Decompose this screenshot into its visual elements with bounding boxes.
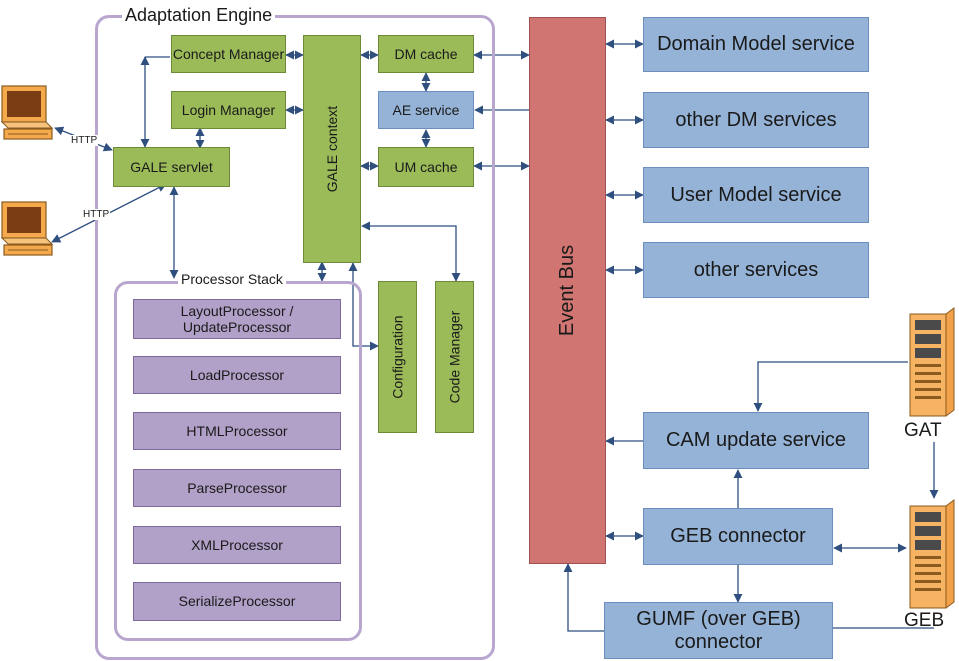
concept-manager-box: Concept Manager: [171, 35, 286, 73]
cam-update-service-box: CAM update service: [643, 412, 869, 469]
processor-label: SerializeProcessor: [178, 593, 296, 610]
gale-servlet-label: GALE servlet: [130, 158, 213, 175]
gumf-connector-box: GUMF (over GEB) connector: [604, 602, 833, 659]
processor-label: HTMLProcessor: [186, 422, 288, 439]
gale-servlet-box: GALE servlet: [113, 147, 230, 187]
processor-stack-title: Processor Stack: [178, 271, 286, 287]
ae-service-box: AE service: [378, 91, 474, 129]
user-model-service-box: User Model service: [643, 167, 869, 223]
geb-connector-label: GEB connector: [670, 525, 806, 547]
code-manager-label: Code Manager: [446, 310, 463, 404]
event-bus: Event Bus: [529, 17, 606, 564]
http-label: HTTP: [82, 209, 111, 220]
user-model-service-label: User Model service: [670, 183, 842, 206]
adaptation-engine-title: Adaptation Engine: [122, 5, 276, 26]
processor-label: ParseProcessor: [187, 479, 287, 496]
dm-cache-label: DM cache: [394, 45, 458, 62]
cam-update-service-label: CAM update service: [665, 429, 847, 451]
um-cache-label: UM cache: [394, 158, 458, 175]
event-bus-label: Event Bus: [556, 244, 579, 337]
serialize-processor-box: SerializeProcessor: [133, 582, 341, 621]
computer-icon: [0, 201, 54, 256]
dm-cache-box: DM cache: [378, 35, 474, 73]
other-services-label: other services: [693, 258, 819, 281]
http-label: HTTP: [70, 135, 99, 146]
processor-label: LoadProcessor: [189, 366, 285, 383]
domain-model-service-label: Domain Model service: [657, 33, 855, 55]
layout-processor-box: LayoutProcessor / UpdateProcessor: [133, 299, 341, 339]
login-manager-box: Login Manager: [171, 91, 286, 129]
server-icon: [909, 499, 955, 609]
gumf-connector-label: GUMF (over GEB) connector: [636, 607, 801, 653]
parse-processor-box: ParseProcessor: [133, 469, 341, 507]
geb-label: GEB: [904, 610, 945, 631]
html-processor-box: HTMLProcessor: [133, 412, 341, 450]
geb-connector-box: GEB connector: [643, 508, 833, 565]
other-dm-services-box: other DM services: [643, 92, 869, 148]
code-manager-box: Code Manager: [435, 281, 474, 433]
server-icon: [909, 307, 955, 417]
gale-context-label: GALE context: [323, 105, 340, 193]
other-services-box: other services: [643, 242, 869, 298]
gat-label: GAT: [904, 420, 942, 441]
load-processor-box: LoadProcessor: [133, 356, 341, 394]
processor-label: XMLProcessor: [191, 536, 283, 553]
other-dm-services-label: other DM services: [675, 108, 837, 131]
ae-service-label: AE service: [392, 101, 460, 118]
login-manager-label: Login Manager: [181, 101, 276, 118]
gale-context-box: GALE context: [303, 35, 361, 263]
configuration-box: Configuration: [378, 281, 417, 433]
processor-label: LayoutProcessor / UpdateProcessor: [180, 302, 294, 335]
domain-model-service-box: Domain Model service: [643, 17, 869, 72]
xml-processor-box: XMLProcessor: [133, 526, 341, 564]
configuration-label: Configuration: [389, 315, 406, 399]
adaptation-engine-frame: [95, 15, 495, 660]
concept-manager-label: Concept Manager: [172, 45, 285, 62]
computer-icon: [0, 85, 54, 140]
um-cache-box: UM cache: [378, 147, 474, 187]
